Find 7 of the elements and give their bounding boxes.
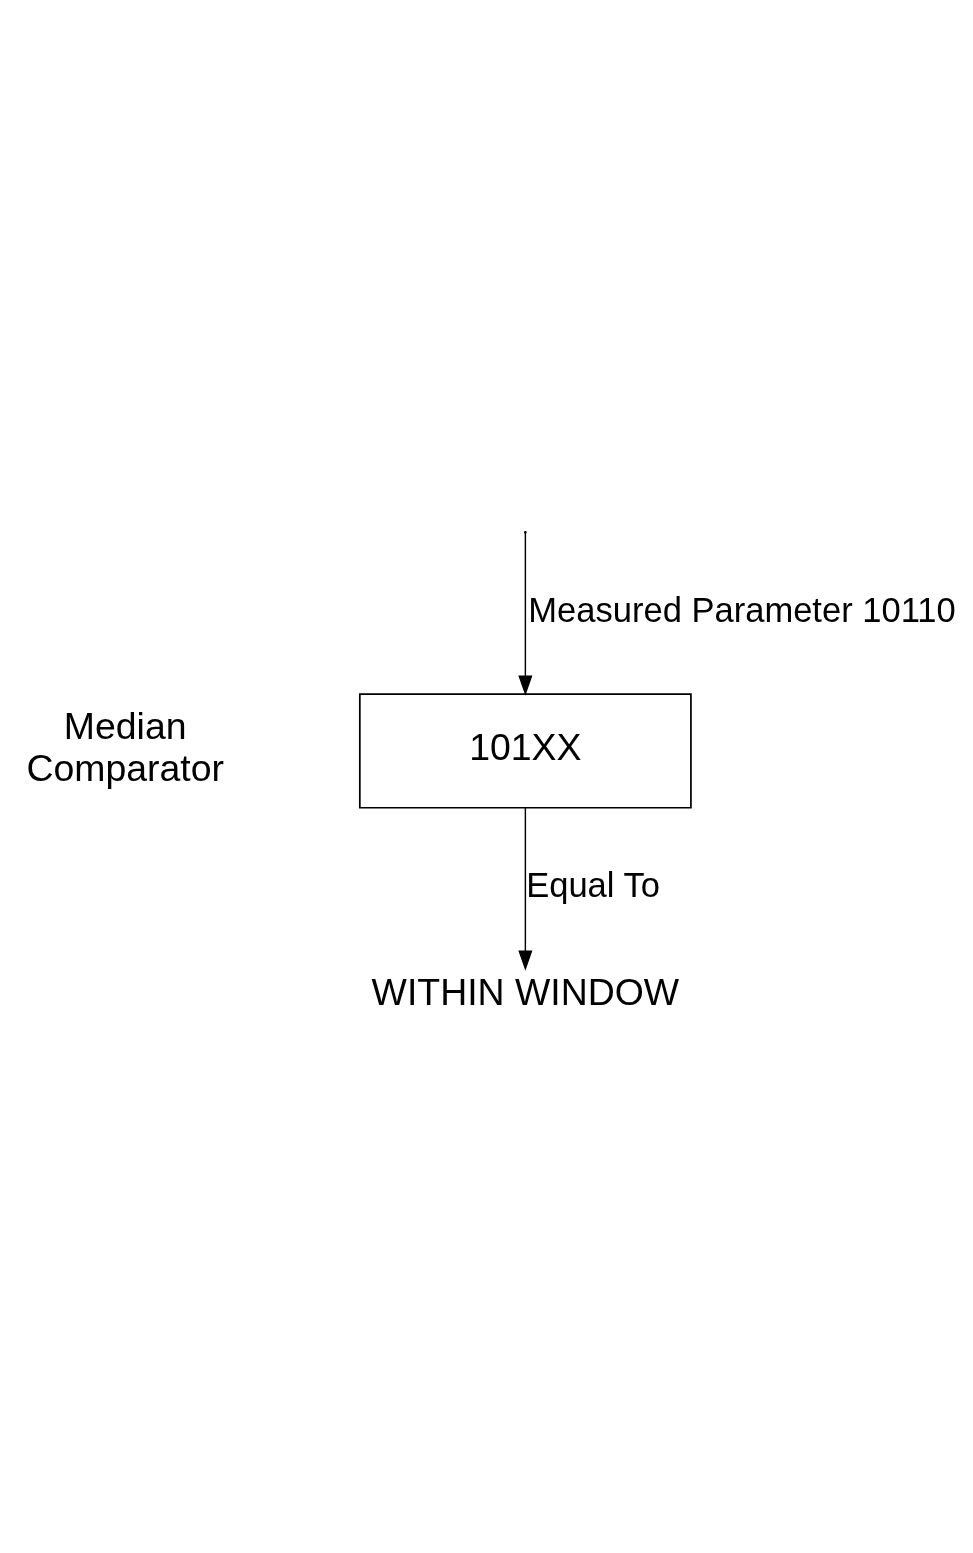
edge-label: Equal To (526, 865, 660, 904)
arrow (518, 531, 533, 696)
node-label: Median Comparator (26, 704, 224, 789)
node-box: 101XX (358, 692, 692, 809)
arrow (518, 806, 533, 971)
node-text: WITHIN WINDOW (371, 970, 680, 1013)
edge-label: Measured Parameter 10110 (528, 590, 956, 629)
